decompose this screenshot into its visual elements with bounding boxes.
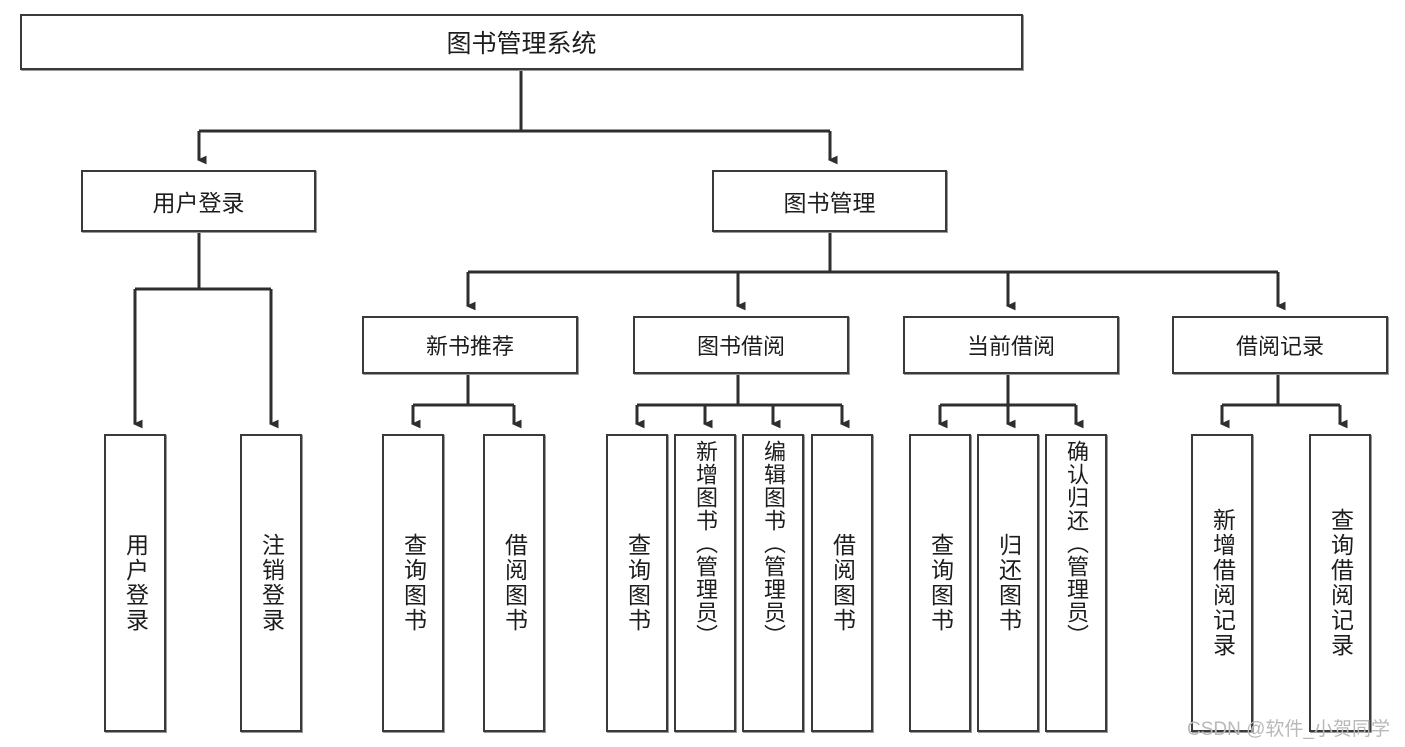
leaf-return-book-label: 归还图书 bbox=[995, 533, 1022, 633]
node-book-management-label: 图书管理 bbox=[783, 190, 876, 216]
leaf-user-login[interactable]: 用户登录 bbox=[104, 434, 166, 732]
leaf-add-record[interactable]: 新增借阅记录 bbox=[1191, 434, 1253, 732]
node-root[interactable]: 图书管理系统 bbox=[20, 14, 1023, 70]
leaf-return-book[interactable]: 归还图书 bbox=[977, 434, 1039, 732]
leaf-confirm-return-label: 确认归还（管理员） bbox=[1064, 440, 1089, 647]
leaf-edit-book-label: 编辑图书（管理员） bbox=[761, 440, 786, 647]
leaf-query-record[interactable]: 查询借阅记录 bbox=[1309, 434, 1371, 732]
node-user-login-label: 用户登录 bbox=[152, 190, 245, 216]
node-borrow-record-label: 借阅记录 bbox=[1235, 334, 1324, 359]
leaf-query-book-2-label: 查询图书 bbox=[624, 533, 651, 633]
leaf-borrow-book-2-label: 借阅图书 bbox=[829, 533, 856, 633]
node-book-borrow-label: 图书借阅 bbox=[696, 334, 785, 359]
leaf-edit-book[interactable]: 编辑图书（管理员） bbox=[742, 434, 804, 732]
node-current-borrow[interactable]: 当前借阅 bbox=[903, 316, 1119, 374]
leaf-borrow-book-1-label: 借阅图书 bbox=[501, 533, 528, 633]
node-current-borrow-label: 当前借阅 bbox=[966, 334, 1055, 359]
watermark-text: CSDN @软件_小贺同学 bbox=[1187, 719, 1390, 740]
leaf-logout-label: 注销登录 bbox=[258, 533, 285, 633]
node-root-label: 图书管理系统 bbox=[446, 30, 597, 58]
leaf-user-login-label: 用户登录 bbox=[122, 533, 149, 633]
node-user-login[interactable]: 用户登录 bbox=[81, 170, 316, 232]
node-book-borrow[interactable]: 图书借阅 bbox=[633, 316, 849, 374]
leaf-logout[interactable]: 注销登录 bbox=[240, 434, 302, 732]
node-new-book-recommend[interactable]: 新书推荐 bbox=[362, 316, 578, 374]
leaf-query-book-3[interactable]: 查询图书 bbox=[909, 434, 971, 732]
leaf-add-book-label: 新增图书（管理员） bbox=[693, 440, 718, 647]
leaf-query-book-1[interactable]: 查询图书 bbox=[382, 434, 444, 732]
leaf-add-record-label: 新增借阅记录 bbox=[1209, 508, 1236, 658]
node-borrow-record[interactable]: 借阅记录 bbox=[1172, 316, 1388, 374]
leaf-borrow-book-2[interactable]: 借阅图书 bbox=[811, 434, 873, 732]
node-new-book-recommend-label: 新书推荐 bbox=[425, 334, 514, 359]
leaf-query-book-3-label: 查询图书 bbox=[927, 533, 954, 633]
leaf-add-book[interactable]: 新增图书（管理员） bbox=[674, 434, 736, 732]
leaf-query-record-label: 查询借阅记录 bbox=[1327, 508, 1354, 658]
leaf-query-book-2[interactable]: 查询图书 bbox=[606, 434, 668, 732]
leaf-confirm-return[interactable]: 确认归还（管理员） bbox=[1045, 434, 1107, 732]
leaf-borrow-book-1[interactable]: 借阅图书 bbox=[483, 434, 545, 732]
leaf-query-book-1-label: 查询图书 bbox=[400, 533, 427, 633]
node-book-management[interactable]: 图书管理 bbox=[712, 170, 947, 232]
